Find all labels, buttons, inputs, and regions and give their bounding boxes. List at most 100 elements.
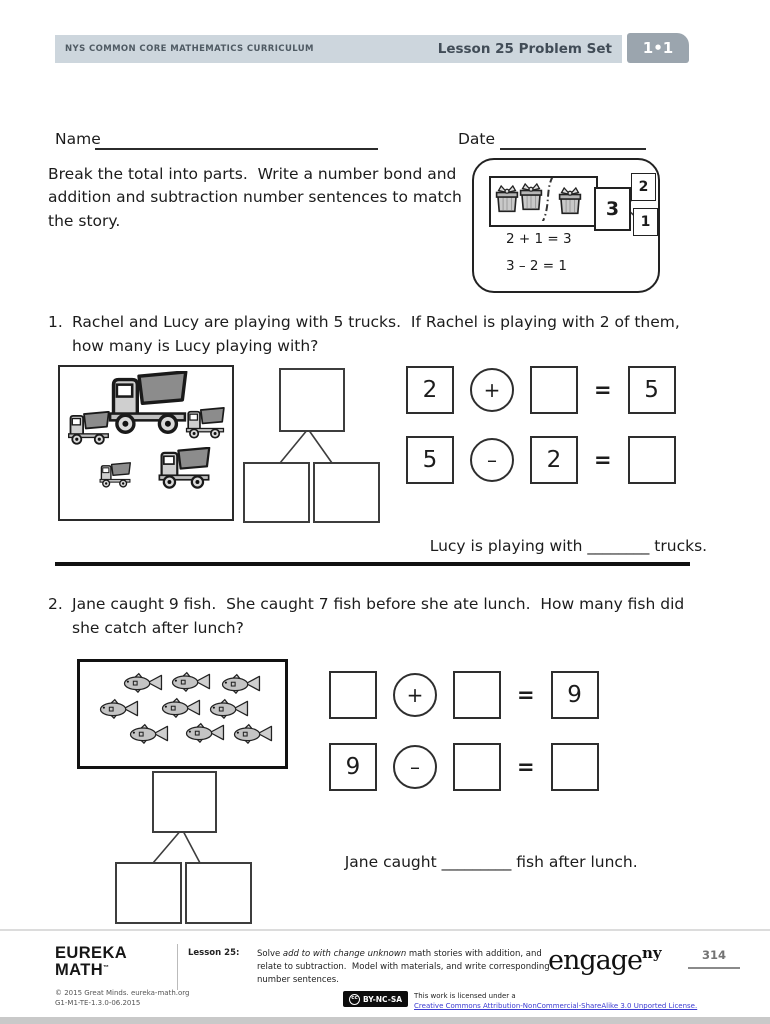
date-label: Date bbox=[458, 130, 496, 148]
eureka-math-logo: EUREKA MATH™ bbox=[55, 945, 127, 979]
copyright-line1: © 2015 Great Minds. eureka-math.org bbox=[55, 989, 190, 997]
fish-icon bbox=[221, 674, 261, 694]
name-input-line[interactable] bbox=[95, 132, 378, 150]
trademark-symbol: ™ bbox=[103, 964, 110, 971]
problem-2-number: 2. bbox=[48, 595, 63, 613]
presents-picture-frame bbox=[489, 176, 598, 227]
header-bar: NYS COMMON CORE MATHEMATICS CURRICULUM L… bbox=[55, 35, 622, 63]
fish-icon bbox=[209, 699, 249, 719]
p2-answer-post: fish after lunch. bbox=[511, 853, 638, 871]
p2-sub-subtrahend-box[interactable] bbox=[453, 743, 501, 791]
p2-sub-result-box[interactable] bbox=[550, 743, 599, 791]
p1-bond-lines bbox=[279, 428, 333, 464]
section-divider bbox=[55, 562, 690, 566]
example-subtraction-sentence: 3 – 2 = 1 bbox=[506, 258, 567, 274]
example-bond-part-top-box: 2 bbox=[631, 173, 656, 201]
example-bond-part-bottom-box: 1 bbox=[633, 208, 658, 236]
fish-icon bbox=[185, 723, 225, 743]
plus-circle-icon: + bbox=[470, 368, 514, 412]
license-link[interactable]: Creative Commons Attribution-NonCommerci… bbox=[414, 1002, 698, 1011]
p1-bond-part2-box[interactable] bbox=[313, 462, 380, 523]
p2-bond-lines bbox=[152, 828, 201, 864]
fish-icon bbox=[171, 672, 211, 692]
curriculum-title: NYS COMMON CORE MATHEMATICS CURRICULUM bbox=[65, 44, 314, 54]
truck-icon bbox=[108, 371, 188, 434]
problem-2-text: Jane caught 9 fish. She caught 7 fish be… bbox=[72, 595, 690, 638]
p1-sub-minuend-box: 5 bbox=[406, 436, 454, 484]
desc-pre: Solve bbox=[257, 949, 283, 959]
p1-answer-sentence: Lucy is playing with ________ trucks. bbox=[410, 519, 707, 573]
p2-bond-part2-box[interactable] bbox=[185, 862, 252, 924]
p1-add-addend2-box[interactable] bbox=[530, 366, 578, 414]
trucks-picture-frame bbox=[58, 365, 234, 521]
example-bond-total-box: 3 bbox=[594, 187, 631, 231]
problem-1-text-block: 1. Rachel and Lucy are playing with 5 tr… bbox=[48, 310, 708, 358]
p2-bond-total-box[interactable] bbox=[152, 771, 217, 833]
instructions-text: Break the total into parts. Write a numb… bbox=[48, 165, 467, 230]
copyright-block: © 2015 Great Minds. eureka-math.org G1-M… bbox=[55, 989, 189, 1009]
module-badge: 1•1 bbox=[627, 33, 689, 63]
p1-sub-result-box[interactable] bbox=[627, 436, 676, 484]
plus-circle-icon: + bbox=[393, 673, 437, 717]
gift-icon bbox=[495, 184, 519, 213]
equals-sign: = bbox=[594, 378, 612, 402]
name-label: Name bbox=[55, 130, 101, 148]
equals-sign: = bbox=[517, 755, 535, 779]
desc-italic: add to with change unknown bbox=[282, 949, 407, 959]
p2-addition-equation: + = 9 bbox=[329, 671, 599, 719]
p1-answer-blank[interactable]: ________ bbox=[587, 537, 650, 555]
p1-add-addend1-box: 2 bbox=[406, 366, 454, 414]
p1-sub-subtrahend-box: 2 bbox=[530, 436, 578, 484]
p2-add-addend1-box[interactable] bbox=[329, 671, 377, 719]
gift-icon bbox=[519, 182, 543, 211]
page-bottom-edge bbox=[0, 1017, 770, 1024]
fish-icon bbox=[233, 724, 273, 744]
example-addition-sentence: 2 + 1 = 3 bbox=[506, 231, 572, 247]
p1-bond-total-box[interactable] bbox=[279, 368, 345, 432]
cc-icon: cc bbox=[349, 993, 360, 1005]
p1-subtraction-equation: 5 – 2 = bbox=[406, 436, 676, 484]
p2-add-addend2-box[interactable] bbox=[453, 671, 501, 719]
fish-icon bbox=[161, 698, 201, 718]
engage-word: engage bbox=[548, 945, 643, 976]
lesson-title: Lesson 25 Problem Set bbox=[437, 41, 612, 57]
truck-icon bbox=[67, 411, 110, 445]
p2-subtraction-equation: 9 – = bbox=[329, 743, 599, 791]
p2-bond-part1-box[interactable] bbox=[115, 862, 182, 924]
cc-badge-label: BY-NC-SA bbox=[363, 994, 403, 1004]
problem-1-text: Rachel and Lucy are playing with 5 truck… bbox=[72, 313, 685, 356]
dashed-divider-line bbox=[541, 178, 554, 221]
equals-sign: = bbox=[594, 448, 612, 472]
p2-answer-sentence: Jane caught _________ fish after lunch. bbox=[325, 835, 638, 889]
fish-icon bbox=[123, 673, 163, 693]
minus-circle-icon: – bbox=[393, 745, 437, 789]
minus-circle-icon: – bbox=[470, 438, 514, 482]
gift-icon bbox=[558, 186, 582, 215]
desc-post: math stories with addition, and relate t… bbox=[257, 949, 553, 985]
footer-lesson-label: Lesson 25: bbox=[188, 948, 240, 958]
p2-answer-blank[interactable]: _________ bbox=[441, 853, 512, 871]
fish-picture-frame bbox=[77, 659, 288, 769]
truck-icon bbox=[158, 447, 211, 489]
footer-separator bbox=[0, 929, 770, 931]
footer-divider-line bbox=[177, 944, 178, 990]
date-input-line[interactable] bbox=[500, 132, 646, 150]
p1-answer-pre: Lucy is playing with bbox=[429, 537, 588, 555]
equals-sign: = bbox=[517, 683, 535, 707]
p1-answer-post: trucks. bbox=[649, 537, 708, 555]
p1-add-total-box: 5 bbox=[627, 366, 676, 414]
math-word: MATH bbox=[55, 960, 104, 979]
fish-icon bbox=[129, 724, 169, 744]
problem-2-text-block: 2. Jane caught 9 fish. She caught 7 fish… bbox=[48, 592, 708, 640]
engage-ny-sup: ny bbox=[642, 944, 662, 962]
page-number: 314 bbox=[688, 948, 740, 969]
p1-bond-part1-box[interactable] bbox=[243, 462, 310, 523]
p2-answer-pre: Jane caught bbox=[344, 853, 442, 871]
footer-lesson-description: Solve add to with change unknown math st… bbox=[257, 948, 557, 986]
fish-icon bbox=[99, 699, 139, 719]
engage-ny-logo: engageny bbox=[548, 944, 662, 976]
truck-icon bbox=[99, 462, 132, 488]
